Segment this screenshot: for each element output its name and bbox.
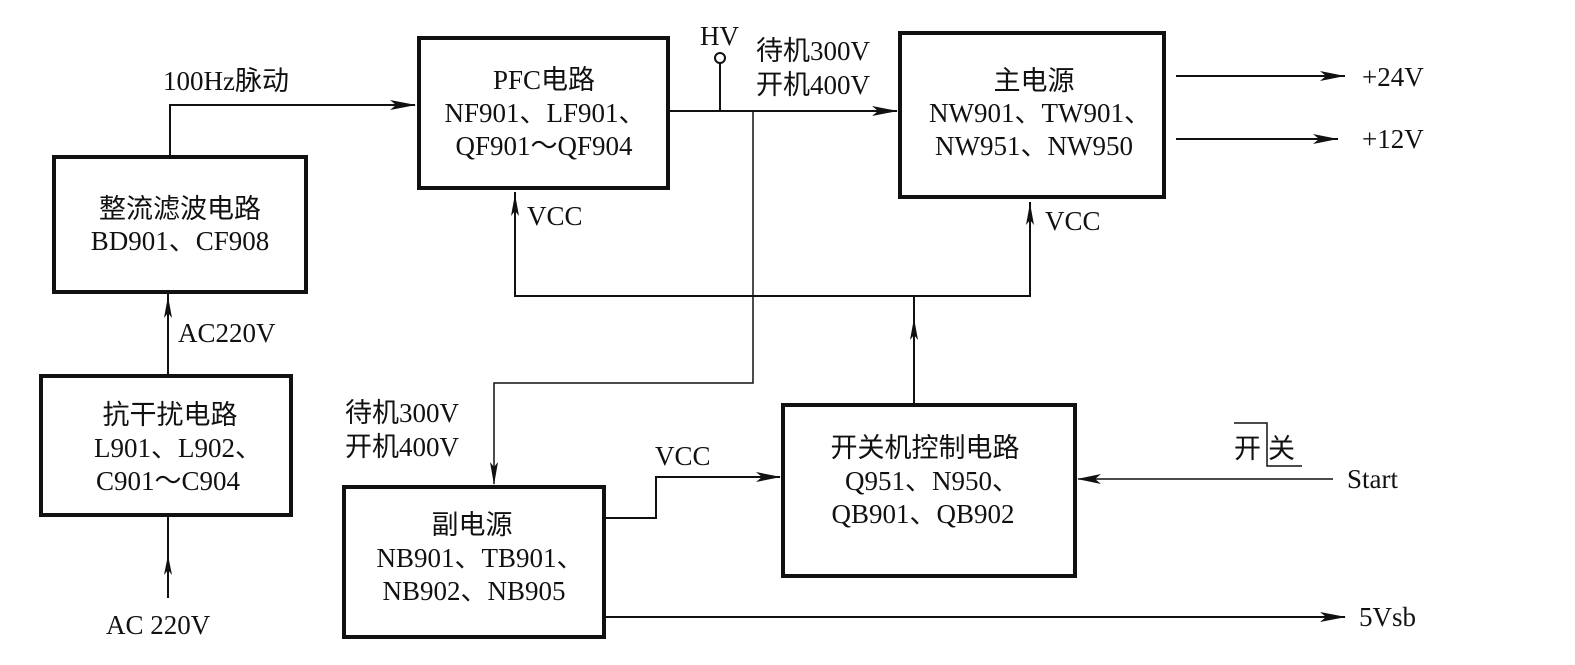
switch-signal-symbol: 开 关 — [1234, 422, 1302, 467]
label-ac-input: AC 220V — [106, 610, 211, 640]
block-control-parts-1: Q951、N950、 — [845, 466, 1019, 496]
hv-test-point-icon — [714, 52, 726, 64]
label-on-400v-top: 开机400V — [756, 70, 870, 100]
block-control-title: 开关机控制电路 — [831, 433, 1020, 463]
block-control-parts-2: QB901、QB902 — [831, 499, 1014, 529]
label-out-24v: +24V — [1362, 62, 1424, 92]
arrow-ac-input — [164, 555, 172, 575]
arrow-100hz — [390, 100, 416, 110]
label-out-5vsb: 5Vsb — [1359, 602, 1416, 632]
arrow-out-5vsb — [1320, 612, 1346, 622]
block-rectifier-parts-1: BD901、CF908 — [91, 226, 270, 256]
block-emi-parts-2: C901～C904 — [96, 466, 241, 496]
label-switch-on: 开 — [1234, 434, 1261, 464]
block-main-title: 主电源 — [994, 66, 1075, 96]
block-standby-parts-2: NB902、NB905 — [382, 576, 565, 606]
label-on-400v-left: 开机400V — [345, 432, 459, 462]
arrow-vcc-pfc — [511, 194, 519, 216]
label-out-12v: +12V — [1362, 124, 1424, 154]
block-emi-title: 抗干扰电路 — [103, 400, 238, 430]
arrow-start — [1077, 474, 1101, 484]
block-main-psu: 主电源 NW901、TW901、 NW951、NW950 — [898, 31, 1166, 199]
block-emi-filter: 抗干扰电路 L901、L902、 C901～C904 — [39, 374, 293, 517]
label-start: Start — [1347, 464, 1398, 494]
wire-vcc-bus — [514, 192, 1031, 297]
label-hv: HV — [700, 21, 739, 51]
arrow-ac220v — [164, 296, 172, 318]
label-vcc-standby: VCC — [655, 441, 711, 471]
label-vcc-pfc: VCC — [527, 201, 583, 231]
block-pfc-title: PFC电路 — [493, 65, 595, 95]
block-emi-parts-1: L901、L902、 — [94, 433, 262, 463]
label-ac220v: AC220V — [178, 318, 276, 348]
block-standby-psu: 副电源 NB901、TB901、 NB902、NB905 — [342, 485, 606, 639]
block-standby-parts-1: NB901、TB901、 — [376, 543, 583, 573]
block-rectifier: 整流滤波电路 BD901、CF908 — [52, 155, 308, 294]
arrow-hv-to-standby — [490, 462, 498, 485]
label-standby-300v-top: 待机300V — [756, 36, 870, 66]
block-power-control: 开关机控制电路 Q951、N950、 QB901、QB902 — [781, 403, 1077, 578]
block-pfc: PFC电路 NF901、LF901、 QF901～QF904 — [417, 36, 670, 190]
wire-100hz — [169, 104, 415, 156]
label-standby-300v-left: 待机300V — [345, 398, 459, 428]
block-main-parts-2: NW951、NW950 — [935, 131, 1133, 161]
arrow-standby-vcc — [756, 472, 781, 482]
wire-standby-vcc — [605, 476, 780, 519]
arrow-vcc-main — [1026, 203, 1034, 225]
block-standby-title: 副电源 — [432, 510, 513, 540]
arrow-out-12v — [1313, 134, 1338, 144]
block-pfc-parts-1: NF901、LF901、 — [444, 98, 645, 128]
arrow-out-24v — [1320, 71, 1345, 81]
label-100hz-pulse: 100Hz脉动 — [163, 66, 289, 96]
switch-pulse-icon — [1234, 422, 1302, 467]
block-main-parts-1: NW901、TW901、 — [929, 98, 1151, 128]
block-pfc-parts-2: QF901～QF904 — [455, 131, 633, 161]
block-rectifier-title: 整流滤波电路 — [99, 194, 261, 224]
arrow-control-to-vcc — [910, 318, 918, 340]
arrow-hv-bus — [872, 106, 898, 116]
wire-hv-to-standby — [493, 111, 754, 484]
label-switch-off: 关 — [1268, 434, 1295, 464]
label-vcc-main: VCC — [1045, 206, 1101, 236]
